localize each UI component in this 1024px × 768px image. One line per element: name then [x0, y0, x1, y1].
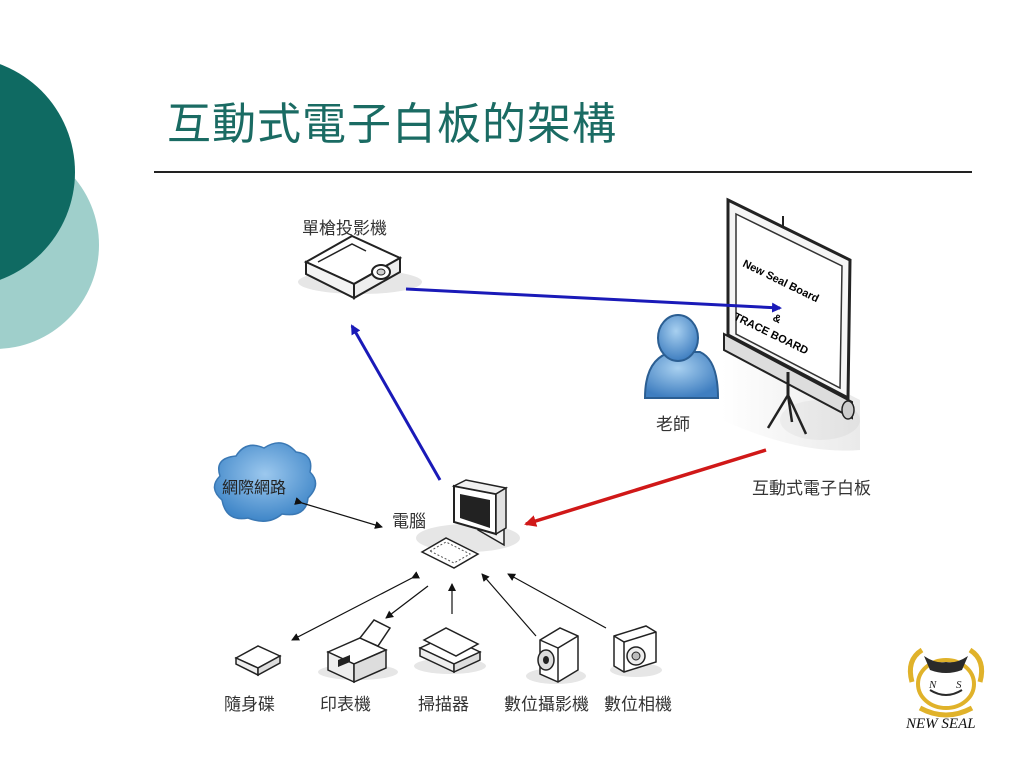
scanner-icon	[414, 627, 486, 674]
usb-drive-icon	[234, 645, 282, 677]
arrow-camcorder-to-computer	[481, 573, 537, 637]
computer-label: 電腦	[392, 512, 426, 532]
cloud-icon	[213, 442, 317, 522]
projector-icon	[298, 234, 422, 300]
printer-label: 印表機	[320, 695, 371, 715]
arrow-computer-to-usb	[291, 571, 421, 641]
new-seal-logo	[907, 647, 985, 718]
theme-circle-dark	[0, 64, 75, 280]
theme-decoration	[0, 64, 99, 349]
arrow-board-to-computer	[524, 448, 767, 527]
whiteboard-icon	[722, 197, 860, 451]
internet-label: 網際網路	[222, 478, 287, 497]
teacher-icon	[643, 314, 720, 399]
projector-label: 單槍投影機	[302, 219, 387, 239]
computer-icon	[416, 479, 520, 569]
logo-name: NEW SEAL	[906, 716, 976, 732]
camera-icon	[610, 625, 662, 677]
teacher-label: 老師	[656, 415, 690, 435]
printer-icon	[318, 619, 398, 684]
arrow-projector-to-board	[405, 287, 782, 313]
slide-title: 互動式電子白板的架構	[167, 99, 617, 150]
logo-letter-left: N	[928, 679, 937, 691]
usb-drive-label: 隨身碟	[224, 695, 275, 715]
title-divider	[154, 171, 972, 173]
arrow-computer-to-projector	[350, 324, 442, 481]
arrow-internet-computer	[294, 497, 383, 529]
camera-label: 數位相機	[604, 695, 672, 715]
whiteboard-label: 互動式電子白板	[752, 479, 871, 499]
arrow-computer-to-printer	[385, 585, 429, 619]
scanner-label: 掃描器	[418, 695, 469, 715]
camcorder-label: 數位攝影機	[504, 695, 589, 715]
camcorder-icon	[526, 627, 586, 684]
logo-letter-right: S	[956, 679, 962, 691]
arrow-camera-to-computer	[507, 573, 607, 629]
